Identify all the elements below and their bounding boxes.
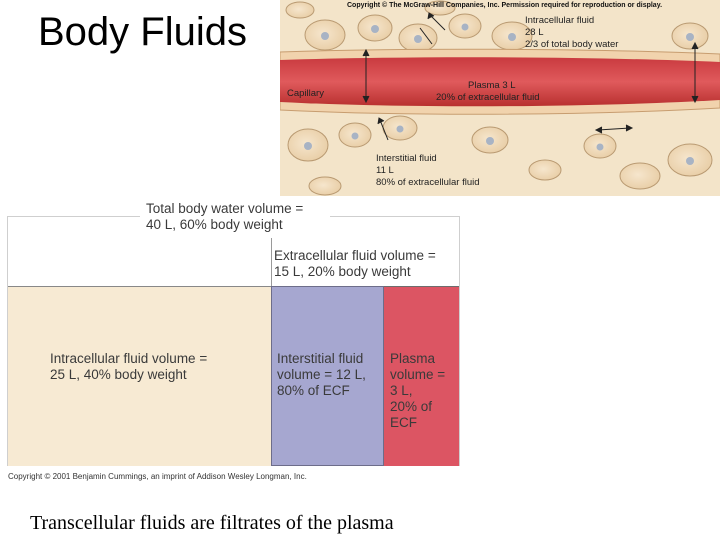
capillary-vessel	[280, 48, 720, 115]
isf-label-1: Interstitial fluid	[376, 153, 437, 164]
ecf-label: Extracellular fluid volume = 15 L, 20% b…	[274, 248, 436, 279]
icf-label-3: 2/3 of total body water	[525, 39, 618, 50]
capillary-label: Capillary	[287, 88, 324, 99]
icf-label-2: 28 L	[525, 27, 544, 38]
tissue-drawing: Copyright © The McGraw-Hill Companies, I…	[280, 0, 720, 196]
exchange-arrows	[362, 12, 699, 141]
capillary-illustration: Copyright © The McGraw-Hill Companies, I…	[280, 0, 720, 196]
total-label-mask	[140, 200, 330, 236]
icf-label-1: Intracellular fluid	[525, 15, 594, 26]
icf-volume-label: Intracellular fluid volume = 25 L, 40% b…	[50, 351, 208, 382]
total-water-label: Total body water volume = 40 L, 60% body…	[146, 201, 304, 232]
plasma-volume-box	[384, 286, 459, 466]
isf-volume-box	[271, 286, 384, 466]
upper-cells	[285, 0, 709, 53]
isf-volume-label: Interstitial fluid volume = 12 L, 80% of…	[277, 351, 366, 398]
diagram-copyright: Copyright © 2001 Benjamin Cummings, an i…	[8, 472, 307, 481]
isf-label-2: 11 L	[376, 165, 394, 176]
footer-caption: Transcellular fluids are filtrates of th…	[30, 512, 394, 534]
plasma-volume-label: Plasma volume = 3 L, 20% of ECF	[390, 351, 446, 430]
illustration-copyright: Copyright © The McGraw-Hill Companies, I…	[347, 1, 662, 9]
isf-label-3: 80% of extracellular fluid	[376, 177, 480, 188]
ecf-bracket	[271, 238, 272, 286]
plasma-label-2: 20% of extracellular fluid	[436, 92, 540, 103]
icf-volume-box	[8, 286, 271, 466]
page-title: Body Fluids	[38, 10, 247, 54]
plasma-label-1: Plasma 3 L	[468, 80, 516, 91]
